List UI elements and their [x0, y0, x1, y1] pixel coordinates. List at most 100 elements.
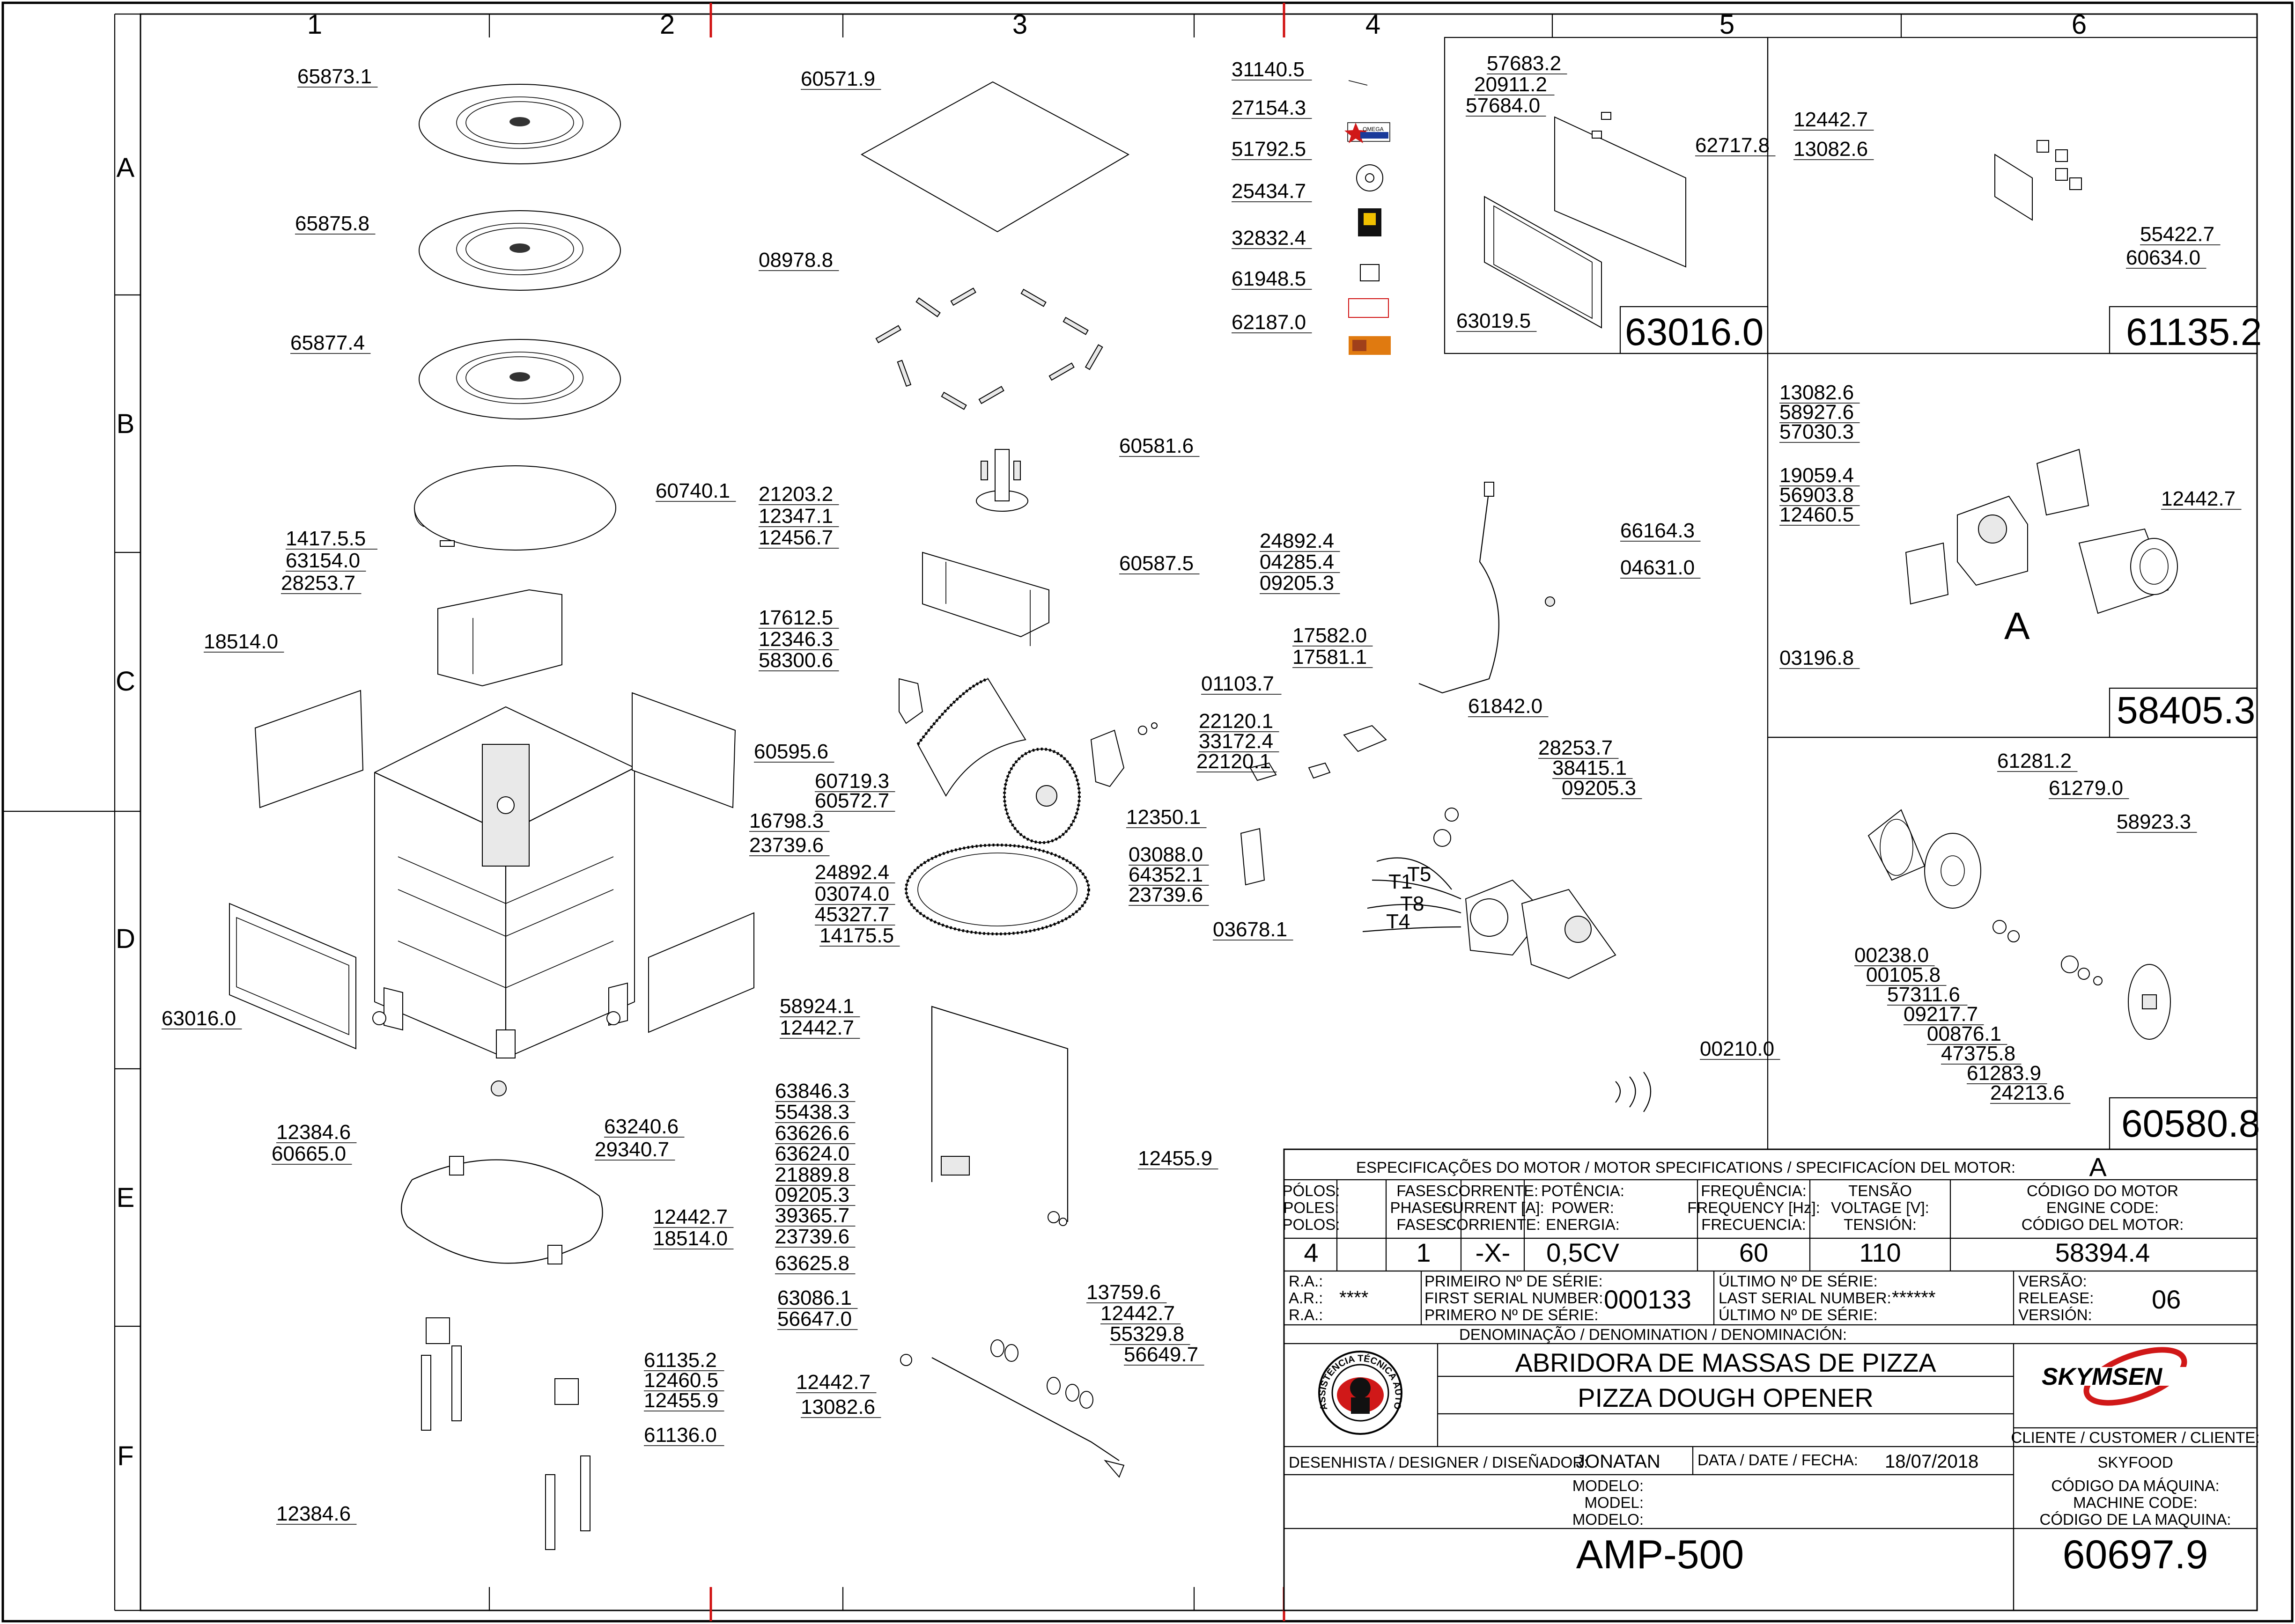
part-label: 63086.1	[777, 1286, 858, 1309]
part-label: 64352.1	[1129, 863, 1209, 886]
date-value: 18/07/2018	[1885, 1451, 1978, 1472]
part-label: 12350.1	[1126, 806, 1207, 829]
part-number: 61279.0	[2049, 777, 2123, 800]
part-label: 60571.9	[801, 67, 881, 90]
part-label: 12442.7	[1100, 1302, 1181, 1325]
part-label: 03088.0	[1129, 843, 1209, 866]
part-label: 00105.8	[1866, 963, 1947, 986]
part-label: 22120.1	[1199, 710, 1279, 733]
part-label: 12346.3	[759, 628, 839, 651]
part-number: 12442.7	[780, 1016, 854, 1039]
part-label: 00238.0	[1854, 944, 1935, 967]
zone-column-label: 6	[2072, 9, 2087, 40]
part-number: 63846.3	[775, 1080, 849, 1102]
part-label: 47375.8	[1941, 1042, 2022, 1065]
zone-column-label: 5	[1719, 9, 1734, 40]
part-number: 58300.6	[759, 649, 833, 672]
part-number: 56647.0	[777, 1308, 852, 1330]
part-label: 13082.6	[1793, 138, 1874, 161]
part-label: 56903.8	[1779, 484, 1860, 507]
part-label: 12347.1	[759, 505, 839, 528]
part-number: 66164.3	[1620, 519, 1695, 542]
motor-reducer	[1362, 857, 1616, 979]
model-value: AMP-500	[1576, 1532, 1744, 1577]
engine-code-label: ENGINE CODE:	[2046, 1199, 2159, 1216]
part-label: 23739.6	[1129, 883, 1209, 906]
part-label: 24892.4	[815, 861, 895, 884]
part-label: 09205.3	[775, 1183, 856, 1206]
phases-value: 1	[1416, 1238, 1431, 1267]
part-number: 62717.8	[1695, 134, 1770, 157]
part-label: 58300.6	[759, 649, 839, 672]
engine-code-label: CÓDIGO DEL MOTOR:	[2022, 1216, 2184, 1233]
part-number: 12442.7	[1100, 1302, 1175, 1325]
part-number: 60634.0	[2126, 246, 2200, 269]
dough-discs	[414, 84, 621, 551]
first-serial-label: FIRST SERIAL NUMBER:	[1424, 1289, 1603, 1307]
part-number: 64352.1	[1129, 863, 1203, 886]
voltage-label: VOLTAGE [V]:	[1831, 1199, 1929, 1216]
part-number: T5	[1407, 863, 1431, 886]
part-label: 63625.8	[775, 1252, 856, 1275]
part-label: 12442.7	[780, 1016, 860, 1039]
part-label: 61948.5	[1232, 267, 1312, 290]
part-label: 57684.0	[1466, 94, 1546, 117]
part-number: 39365.7	[775, 1204, 849, 1227]
detail-box-58405	[1767, 353, 2258, 738]
part-number: 63086.1	[777, 1286, 852, 1309]
part-label: 22120.1	[1196, 750, 1277, 773]
part-number: 63625.8	[775, 1252, 849, 1275]
part-number: 60587.5	[1119, 552, 1194, 575]
upper-cover-63154	[437, 589, 562, 687]
customer-value: SKYFOOD	[2097, 1454, 2173, 1471]
part-number: 19059.4	[1779, 464, 1854, 487]
part-number: 13082.6	[801, 1396, 875, 1418]
part-number: 01103.7	[1201, 672, 1274, 695]
part-label: 45327.7	[815, 903, 895, 926]
part-number: 57030.3	[1779, 420, 1854, 443]
assembly-number: A	[2004, 605, 2030, 647]
voltage-label: TENSÃO	[1848, 1182, 1912, 1199]
part-number: 1417.5.5	[286, 527, 366, 550]
part-number: 00876.1	[1927, 1022, 2001, 1045]
designer-value: JONATAN	[1576, 1451, 1660, 1472]
part-number: 65877.4	[290, 331, 365, 354]
machine-code-value: 60697.9	[2063, 1532, 2208, 1577]
part-number: 33172.4	[1199, 730, 1273, 753]
part-number: 12460.5	[644, 1369, 718, 1392]
part-label: 60665.0	[272, 1142, 352, 1165]
part-number: 00210.0	[1700, 1037, 1774, 1060]
switch-assembly-61842	[1249, 725, 1459, 847]
part-label: T1	[1388, 870, 1412, 893]
part-number-labels: 65873.165875.865877.460740.11417.5.56315…	[162, 52, 2242, 1525]
part-label: 62717.8	[1695, 134, 1776, 157]
part-number: 09217.7	[1904, 1003, 1978, 1026]
frequency-label: FREQUÊNCIA:	[1701, 1182, 1807, 1199]
omega-logo-text: OMEGA	[1363, 126, 1384, 132]
part-label: 21203.2	[759, 483, 839, 506]
shaft-60581	[976, 449, 1028, 512]
support-frame-60587	[922, 551, 1049, 646]
part-number: 12442.7	[2161, 487, 2236, 510]
motor-id: A	[2089, 1152, 2107, 1182]
part-label: 65877.4	[290, 331, 371, 354]
part-number: T1	[1388, 870, 1412, 893]
part-label: 63624.0	[775, 1142, 856, 1165]
engine-code-label: CÓDIGO DO MOTOR	[2027, 1182, 2178, 1199]
zone-column-label: 4	[1365, 9, 1380, 40]
part-label: 12442.7	[796, 1371, 877, 1394]
skymsen-logo: SKYMSEN	[2042, 1347, 2210, 1406]
part-number: 24892.4	[1260, 529, 1334, 552]
part-label: 13082.6	[801, 1396, 881, 1418]
part-label: 60719.3	[815, 770, 895, 793]
part-label: 65873.1	[297, 65, 378, 88]
part-number: 61135.2	[644, 1349, 717, 1372]
power-cord-66164	[1418, 482, 1555, 694]
date-label: DATA / DATE / FECHA:	[1697, 1451, 1858, 1469]
part-number: 12350.1	[1126, 806, 1201, 829]
part-label: 12442.7	[1793, 108, 1874, 131]
part-number: 13759.6	[1086, 1281, 1161, 1304]
part-number: 09205.3	[775, 1183, 849, 1206]
part-number: 60665.0	[272, 1142, 346, 1165]
